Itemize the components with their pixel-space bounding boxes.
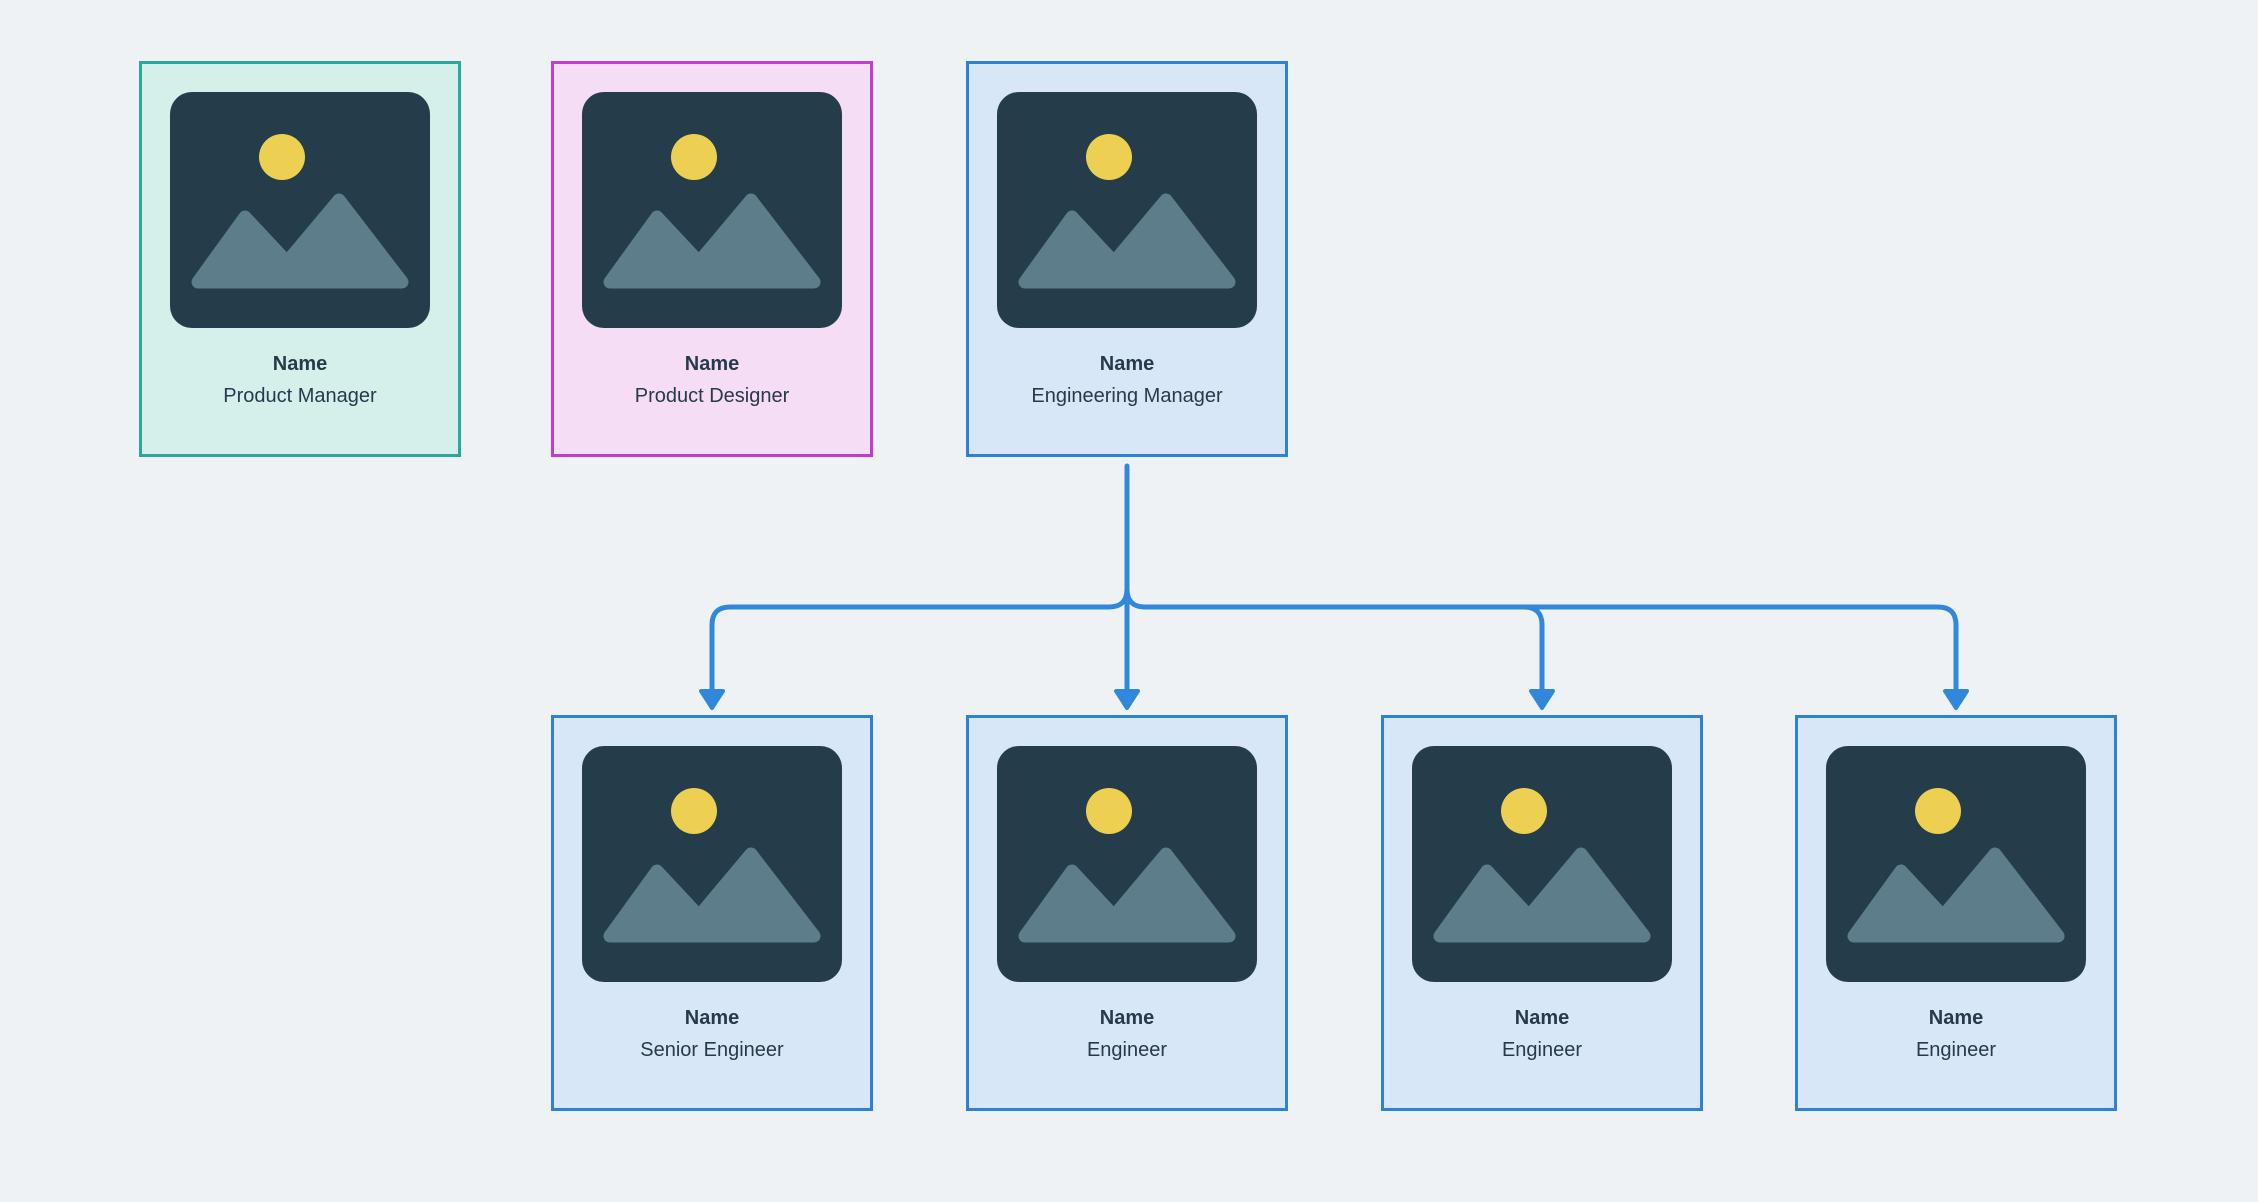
card-name: Name [1928,1007,1984,1029]
connector-arrow[interactable] [1142,604,1969,710]
image-placeholder-icon [997,92,1257,328]
org-card-engineer-1[interactable]: Name Engineer [966,715,1288,1111]
mountains-icon [1847,847,2065,943]
card-name: Name [684,353,740,375]
org-card-product-designer[interactable]: Name Product Designer [551,61,873,457]
card-role: Senior Engineer [640,1039,784,1061]
image-placeholder-icon [1826,746,2086,982]
mountains-icon [191,193,409,289]
mountains-icon [603,193,821,289]
mountains-icon [603,847,821,943]
sun-icon [671,788,717,834]
image-placeholder-icon [582,746,842,982]
sun-icon [1501,788,1547,834]
org-card-engineering-manager[interactable]: Name Engineering Manager [966,61,1288,457]
card-role: Engineering Manager [1031,385,1223,407]
card-role: Engineer [1501,1039,1583,1061]
mountains-icon [1018,847,1236,943]
card-name: Name [1514,1007,1570,1029]
org-card-engineer-2[interactable]: Name Engineer [1381,715,1703,1111]
image-placeholder-icon [997,746,1257,982]
sun-icon [1086,134,1132,180]
sun-icon [671,134,717,180]
mountains-icon [1018,193,1236,289]
card-role: Product Designer [634,385,790,407]
sun-icon [1915,788,1961,834]
card-role: Product Manager [223,385,377,407]
card-name: Name [1099,1007,1155,1029]
org-card-product-manager[interactable]: Name Product Manager [139,61,461,457]
org-card-engineer-3[interactable]: Name Engineer [1795,715,2117,1111]
connector-arrow[interactable] [699,586,1130,710]
card-name: Name [1099,353,1155,375]
card-name: Name [272,353,328,375]
connector-arrow[interactable] [1114,463,1140,710]
card-role: Engineer [1915,1039,1997,1061]
image-placeholder-icon [170,92,430,328]
sun-icon [1086,788,1132,834]
card-name: Name [684,1007,740,1029]
card-role: Engineer [1086,1039,1168,1061]
image-placeholder-icon [582,92,842,328]
sun-icon [259,134,305,180]
org-card-senior-engineer[interactable]: Name Senior Engineer [551,715,873,1111]
mountains-icon [1433,847,1651,943]
image-placeholder-icon [1412,746,1672,982]
